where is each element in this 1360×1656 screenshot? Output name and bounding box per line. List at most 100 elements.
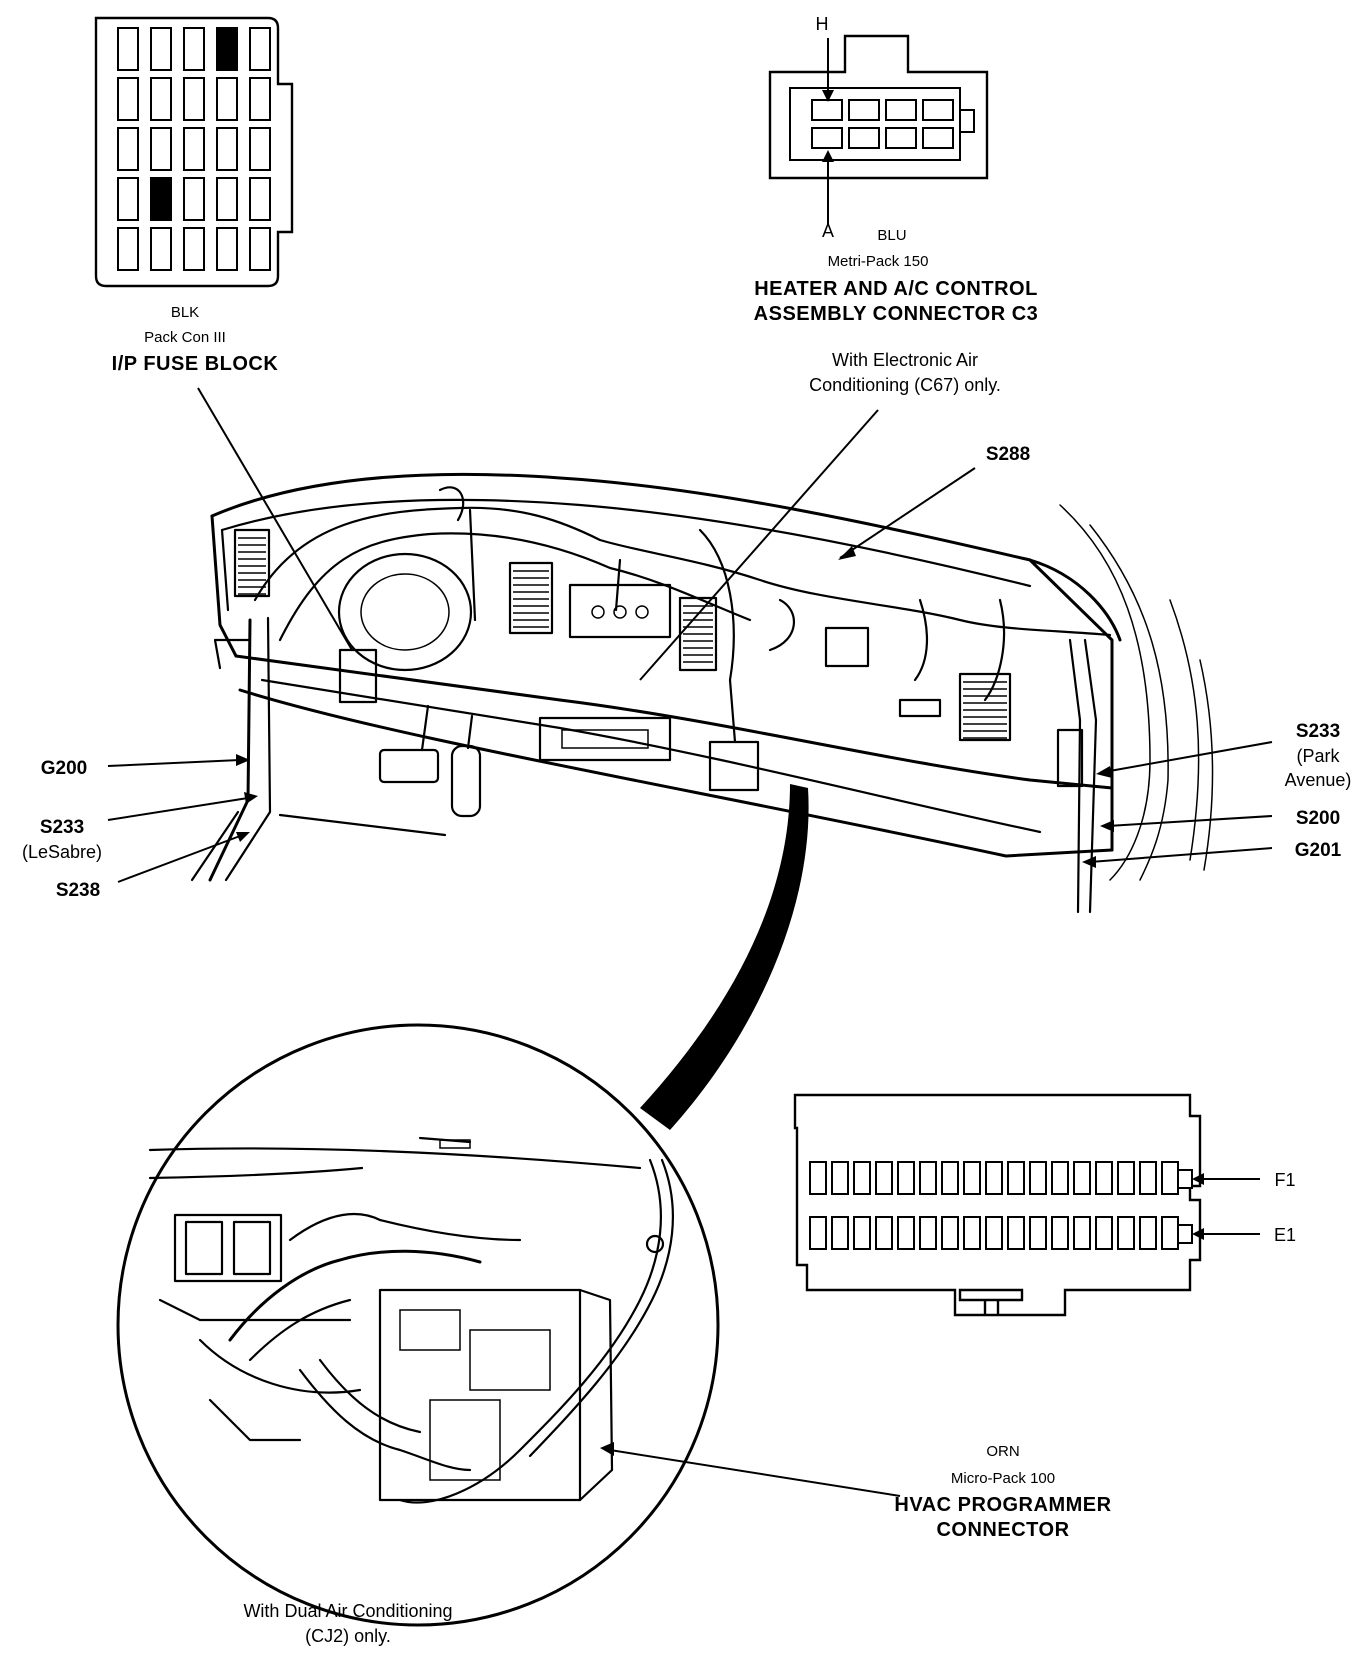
programmer-cavity [1029,1161,1047,1195]
programmer-cavity [1029,1216,1047,1250]
fuse-cavity [150,227,172,271]
c3-cavity [811,99,843,121]
programmer-cavity [1139,1161,1157,1195]
s200-label: S200 [1296,808,1340,829]
fuse-cavity [117,27,139,71]
c3-pin-h-label: H [816,14,829,34]
programmer-cavity [1007,1161,1025,1195]
fuse-cavity [183,127,205,171]
programmer-cavity [1073,1216,1091,1250]
fuse-cavity [117,177,139,221]
fuse-cavity [150,127,172,171]
fuse-cavity [216,227,238,271]
prog-family: Micro-Pack 100 [951,1470,1055,1487]
fuse-cavity [150,177,172,221]
c3-pin-a-label: A [822,221,834,241]
fuse-cavity [183,227,205,271]
fuse-block-connector [94,16,294,288]
fuse-cavity [249,77,271,121]
prog-title-line1: HVAC PROGRAMMER [894,1494,1111,1516]
fuse-cavity [150,77,172,121]
programmer-cavity [1095,1161,1113,1195]
g200-label: G200 [41,758,87,779]
fuse-cavity [183,177,205,221]
dual-ac-note-line1: With Dual Air Conditioning [243,1601,452,1621]
c3-cavity [885,127,917,149]
fuse-cavity [249,27,271,71]
programmer-cavity [941,1216,959,1250]
dual-ac-note-line2: (CJ2) only. [305,1626,391,1646]
prog-pin-f1-label: F1 [1274,1170,1295,1190]
avenue-label: Avenue) [1285,770,1352,790]
detail-pointer-wedge [640,784,809,1130]
fuse-cavity [183,77,205,121]
programmer-cavity [1161,1216,1179,1250]
c3-title-line1: HEATER AND A/C CONTROL [754,278,1038,300]
c3-family: Metri-Pack 150 [828,253,929,270]
park-label: (Park [1296,746,1340,766]
c3-cavity [885,99,917,121]
s233-lesabre-label: S233 [40,817,84,838]
lesabre-label: (LeSabre) [22,842,102,862]
s233-park-label: S233 [1296,721,1340,742]
programmer-cavity [963,1216,981,1250]
fuse-block-family: Pack Con III [144,329,226,346]
programmer-cavity [809,1161,827,1195]
prog-pin-e1-label: E1 [1274,1225,1296,1245]
programmer-cavity [985,1161,1003,1195]
c3-title-line2: ASSEMBLY CONNECTOR C3 [754,303,1039,325]
fuse-cavity [117,77,139,121]
programmer-key [1177,1169,1193,1189]
programmer-cavity [897,1161,915,1195]
fuse-cavity [249,127,271,171]
leader-lines [107,387,1273,883]
programmer-cavity [1073,1161,1091,1195]
detail-circle [116,1023,720,1627]
programmer-cavity [919,1161,937,1195]
fuse-cavity [216,27,238,71]
c3-cavity [811,127,843,149]
programmer-cavity [919,1216,937,1250]
programmer-cavity [1161,1161,1179,1195]
hvac-c3-connector [768,34,989,225]
programmer-leader-arrow [600,1442,614,1456]
programmer-cavity [941,1161,959,1195]
fuse-cavity [117,127,139,171]
c3-cavity [922,99,954,121]
fuse-cavity [150,27,172,71]
programmer-key [1177,1224,1193,1244]
programmer-cavity [963,1161,981,1195]
g201-label: G201 [1295,840,1342,861]
fuse-cavity [117,227,139,271]
instrument-panel-drawing [190,472,1214,914]
fuse-cavity [249,177,271,221]
programmer-cavity [1051,1161,1069,1195]
programmer-cavity [853,1161,871,1195]
programmer-connector [793,1093,1260,1317]
programmer-cavity [1051,1216,1069,1250]
programmer-cavity [1095,1216,1113,1250]
programmer-cavity [897,1216,915,1250]
fuse-cavity [216,77,238,121]
prog-color: ORN [986,1443,1019,1460]
c3-note-line1: With Electronic Air [832,350,978,370]
s238-label: S238 [56,880,100,901]
c3-cavity [848,99,880,121]
c3-color: BLU [877,227,906,244]
programmer-cavity [1139,1216,1157,1250]
programmer-cavity [809,1216,827,1250]
programmer-cavity [875,1216,893,1250]
fuse-block-color: BLK [171,304,199,321]
fuse-cavity [183,27,205,71]
programmer-leader [609,1449,901,1497]
fuse-block-title: I/P FUSE BLOCK [112,353,279,375]
fuse-cavity [216,177,238,221]
fuse-cavity [216,127,238,171]
programmer-cavity [1007,1216,1025,1250]
c3-note-line2: Conditioning (C67) only. [809,375,1001,395]
prog-title-line2: CONNECTOR [936,1519,1069,1541]
programmer-cavity [1117,1216,1135,1250]
programmer-cavity [831,1161,849,1195]
s288-label: S288 [986,444,1030,465]
